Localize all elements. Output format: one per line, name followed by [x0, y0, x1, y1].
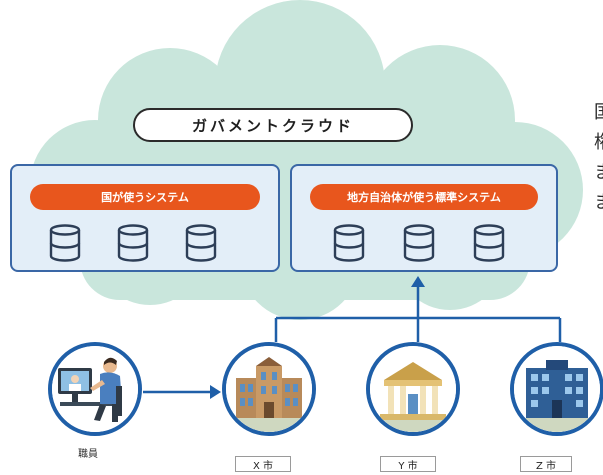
city-x-label: X 市 [235, 456, 291, 472]
government-cloud-title: ガバメントクラウド [133, 108, 413, 142]
database-icon [333, 224, 365, 262]
city-z-building-illustration [510, 342, 603, 436]
national-system-label: 国が使うシステム [30, 184, 260, 210]
city-hall-icon [226, 346, 312, 432]
staff-illustration [48, 342, 142, 436]
connector-lines [143, 285, 562, 394]
city-y-label: Y 市 [380, 456, 436, 472]
national-system-panel: 国が使うシステム [10, 164, 280, 272]
city-office-icon [514, 346, 600, 432]
staff-caption: 職員 [78, 449, 98, 460]
arrow-right-icon [210, 385, 221, 399]
city-y-building-illustration [366, 342, 460, 436]
database-icon [185, 224, 217, 262]
local-government-system-panel: 地方自治体が使う標準システム [290, 164, 558, 272]
database-icon [403, 224, 435, 262]
city-x-building-illustration [222, 342, 316, 436]
side-text-fragment: 国 権 ま ま [594, 98, 603, 218]
city-hall-icon [370, 346, 456, 432]
local-government-system-label: 地方自治体が使う標準システム [310, 184, 538, 210]
database-icon [117, 224, 149, 262]
arrow-up-icon [411, 276, 425, 287]
city-z-label: Z 市 [520, 456, 572, 472]
database-icon [49, 224, 81, 262]
staff-at-computer-icon [52, 346, 138, 432]
database-icon [473, 224, 505, 262]
